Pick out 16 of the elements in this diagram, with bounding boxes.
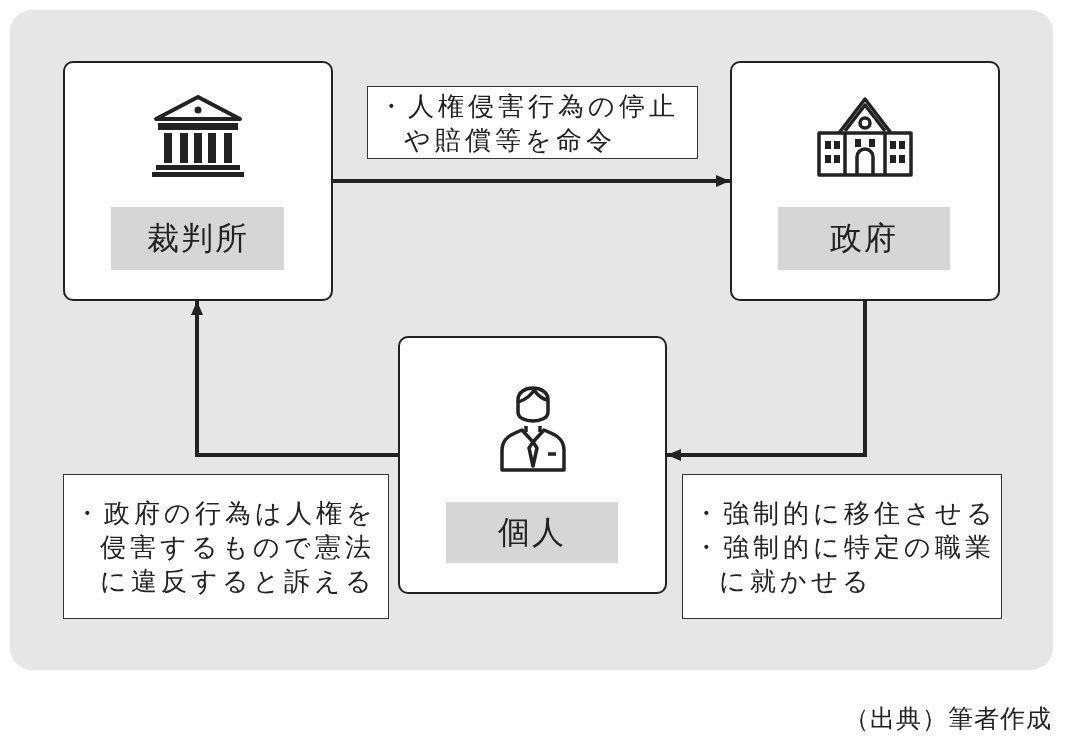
bullet-text: ・人権侵害行為の停止や賠償等を命令 — [377, 89, 680, 157]
rounded-box — [63, 61, 333, 301]
note-box — [682, 474, 1002, 619]
rounded-box — [398, 336, 667, 594]
arrow — [191, 301, 398, 457]
arrow — [667, 301, 867, 461]
name-label: 裁判所 — [111, 207, 284, 270]
name-label: 政府 — [778, 207, 950, 270]
rounded-box — [730, 61, 1000, 301]
note-box — [63, 474, 389, 619]
bullet-text: ・強制的に移住させる — [692, 496, 998, 530]
bullet-text: ・強制的に特定の職業に就かせる — [692, 530, 996, 598]
name-label: 個人 — [446, 502, 618, 563]
arrow — [333, 175, 730, 187]
caption: （出典）筆者作成 — [844, 703, 1052, 735]
bullet-text: ・政府の行為は人権を侵害するもので憲法に違反すると訴える — [73, 496, 378, 598]
